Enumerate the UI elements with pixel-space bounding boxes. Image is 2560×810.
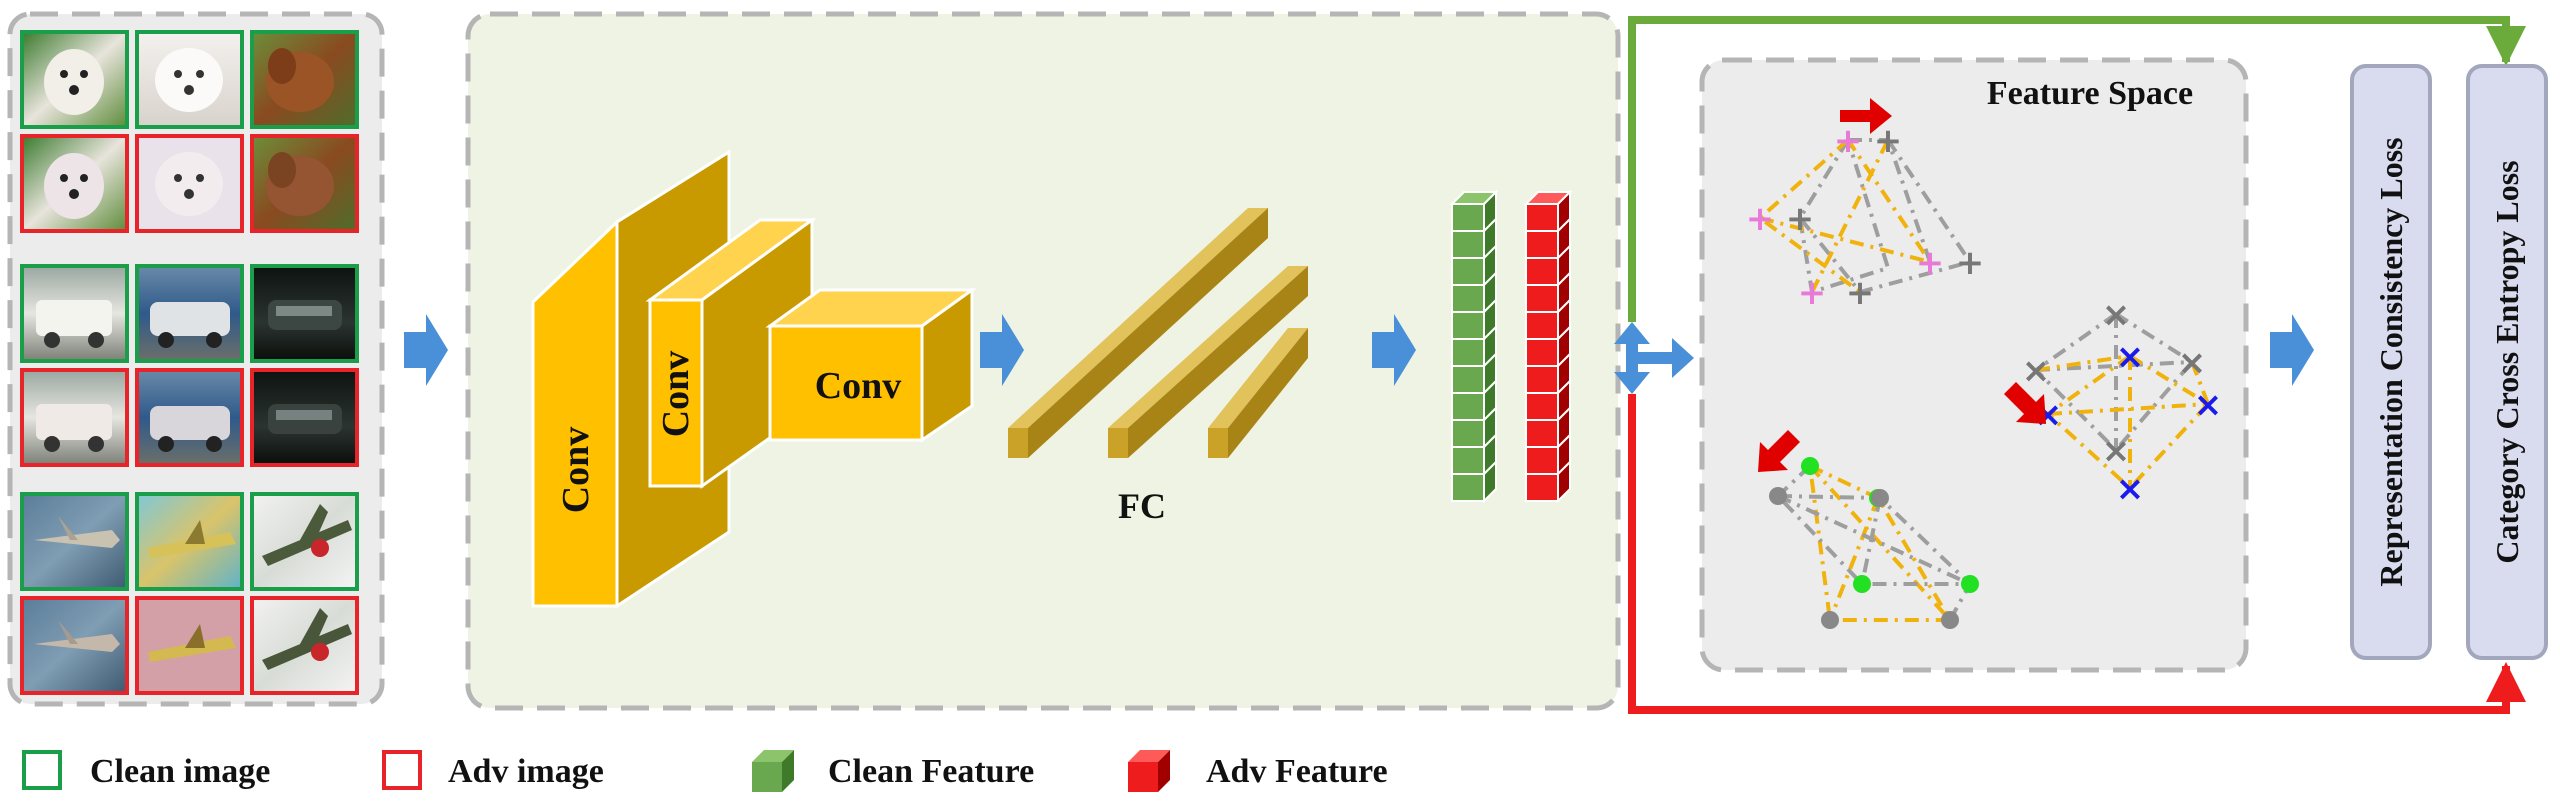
adv-feature-cell xyxy=(1525,365,1559,394)
adv-feature-cell xyxy=(1525,284,1559,313)
shift-arrow-icon xyxy=(1758,430,1800,472)
svg-text:Clean Feature: Clean Feature xyxy=(828,753,1034,790)
rep-loss-box: Representation Consistency Loss xyxy=(2350,64,2432,660)
svg-text:+: + xyxy=(1956,243,1985,283)
car-images xyxy=(20,264,359,467)
adv-feature-cell xyxy=(1525,311,1559,340)
plus-cluster: + + + + + + + + xyxy=(1746,98,1985,313)
svg-text:×: × xyxy=(2178,343,2207,383)
svg-text:+: + xyxy=(1846,273,1875,313)
svg-text:+: + xyxy=(1786,199,1815,239)
adv-feature-cell xyxy=(1525,419,1559,448)
clean-feature-cell xyxy=(1451,446,1485,475)
clean-feature-cell xyxy=(1451,365,1485,394)
clean-feature-cell xyxy=(1451,284,1485,313)
legend: Clean image Adv image Clean Feature Adv … xyxy=(22,750,1388,792)
ce-loss-label: Category Cross Entropy Loss xyxy=(2489,160,2525,563)
clean-feature-cell xyxy=(1451,257,1485,286)
svg-text:Adv Feature: Adv Feature xyxy=(1206,753,1388,790)
svg-text:Clean image: Clean image xyxy=(90,753,270,790)
svg-text:×: × xyxy=(2116,469,2145,509)
adv-feature-vector xyxy=(1523,189,1573,504)
flow-arrow-icon xyxy=(2270,314,2314,386)
clean-feature-cell xyxy=(1451,203,1485,232)
svg-text:×: × xyxy=(2102,295,2131,335)
clean-feature-cell xyxy=(1451,311,1485,340)
image-panel xyxy=(7,11,385,707)
adv-feature-path xyxy=(1628,394,2526,714)
clean-feature-cell xyxy=(1451,338,1485,367)
adv-feature-cell xyxy=(1525,230,1559,259)
adv-feature-cell xyxy=(1525,392,1559,421)
dog-images xyxy=(20,30,359,233)
conv-label-2: Conv xyxy=(655,351,697,438)
clean-feature-cell xyxy=(1451,473,1485,502)
fc-layers: FC xyxy=(1008,208,1308,526)
clean-feature-cell xyxy=(1451,419,1485,448)
clean-feature-cell xyxy=(1451,230,1485,259)
plane-images xyxy=(20,492,359,695)
flow-arrow-icon xyxy=(980,314,1024,386)
clean-feature-vector xyxy=(1449,189,1499,504)
feature-space-title: Feature Space xyxy=(1987,75,2193,112)
flow-arrow-icon xyxy=(404,314,448,386)
svg-text:×: × xyxy=(2194,385,2223,425)
network-panel: Conv Conv Conv xyxy=(465,11,1621,711)
adv-feature-cell xyxy=(1525,257,1559,286)
svg-text:+: + xyxy=(1798,273,1827,313)
legend-clean-image: Clean image xyxy=(22,750,270,790)
rep-loss-label: Representation Consistency Loss xyxy=(2373,137,2409,586)
svg-text:×: × xyxy=(2102,431,2131,471)
svg-text:×: × xyxy=(2116,337,2145,377)
conv-label-3: Conv xyxy=(815,365,902,407)
adv-feature-cell xyxy=(1525,338,1559,367)
split-arrow-icon xyxy=(1614,322,1694,394)
adv-feature-cell xyxy=(1525,473,1559,502)
legend-adv-feature: Adv Feature xyxy=(1128,750,1388,792)
conv-label-1: Conv xyxy=(555,427,597,514)
shift-arrow-icon xyxy=(2004,382,2046,424)
svg-text:+: + xyxy=(1834,121,1863,161)
svg-text:×: × xyxy=(2022,351,2051,391)
x-cluster: × × × × × × × × xyxy=(2004,295,2222,509)
fc-label: FC xyxy=(1118,486,1166,526)
flow-arrow-icon xyxy=(1372,314,1416,386)
clean-feature-path xyxy=(1628,16,2526,322)
svg-text:Adv image: Adv image xyxy=(448,753,604,790)
feature-space-panel: Feature Space + + + + + + + + xyxy=(1699,57,2249,673)
shift-arrow-icon xyxy=(1840,98,1892,134)
dot-cluster xyxy=(1758,430,1979,629)
svg-text:+: + xyxy=(1916,243,1945,283)
adv-feature-cell xyxy=(1525,203,1559,232)
legend-clean-feature: Clean Feature xyxy=(752,750,1034,792)
svg-text:+: + xyxy=(1874,121,1903,161)
adv-feature-cell xyxy=(1525,446,1559,475)
legend-adv-image: Adv image xyxy=(382,750,604,790)
svg-text:+: + xyxy=(1746,199,1775,239)
conv-block-3: Conv xyxy=(765,287,977,443)
ce-loss-box: Category Cross Entropy Loss xyxy=(2466,64,2548,660)
clean-feature-cell xyxy=(1451,392,1485,421)
